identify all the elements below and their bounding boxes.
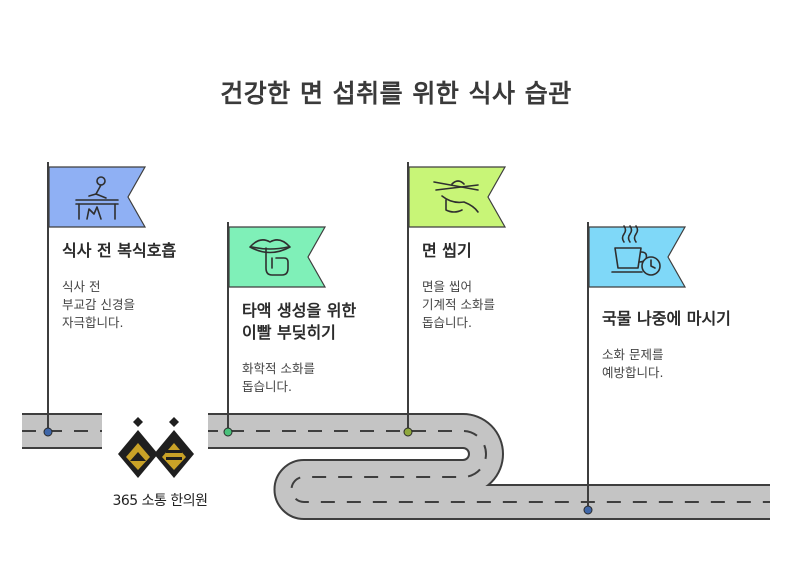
logo-text: 365 소통 한의원 (112, 493, 208, 509)
lips-finger-icon (249, 239, 291, 276)
road-dot-4 (583, 505, 593, 515)
road-dot-1 (43, 427, 53, 437)
road (22, 413, 770, 520)
step-3-description: 면을 씹어 기계적 소화를 돕습니다. (422, 279, 495, 330)
step-1-description: 식사 전 부교감 신경을 자극합니다. (62, 279, 135, 330)
step-1-title: 식사 전 복식호흡 (62, 241, 177, 260)
person-at-desk-icon (75, 176, 119, 220)
road-surface (22, 415, 770, 518)
hand-chopsticks-icon (433, 180, 479, 213)
step-4-title: 국물 나중에 마시기 (602, 309, 731, 328)
flag-3 (408, 166, 507, 228)
double-diamond-logo-icon (102, 412, 208, 482)
step-3-title: 면 씹기 (422, 241, 472, 260)
step-2-title: 타액 생성을 위한 이빨 부딪히기 (242, 301, 357, 342)
hot-cup-clock-icon (611, 225, 661, 276)
flag-2 (228, 226, 327, 288)
flag-1 (48, 166, 147, 228)
step-4-description: 소화 문제를 예방합니다. (602, 347, 664, 380)
road-dot-3 (403, 427, 413, 437)
flag-4 (588, 226, 687, 288)
step-2-description: 화학적 소화를 돕습니다. (242, 361, 315, 394)
page-title: 건강한 면 섭취를 위한 식사 습관 (220, 79, 572, 108)
road-dot-2 (223, 427, 233, 437)
